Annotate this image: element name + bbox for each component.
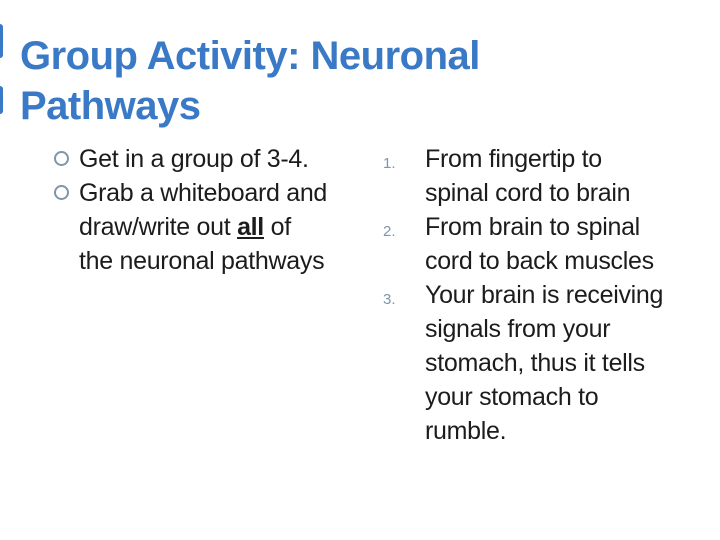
list-item-text: From fingertip to spinal cord to brain [425, 145, 631, 207]
bullet-line-1: Grab a whiteboard and [79, 179, 328, 207]
bullet-line-3: the neuronal pathways [79, 247, 325, 275]
list-number: 1. [383, 155, 396, 172]
slide-body: Get in a group of 3-4. Grab a whiteboard… [54, 142, 700, 448]
list-item-text: From brain to spinal cord to back muscle… [425, 213, 654, 275]
left-edge-glyph-artifact [0, 24, 3, 58]
list-item-text: Your brain is receiving signals from you… [425, 281, 664, 445]
pathways-numbered-list: 1. From fingertip to spinal cord to brai… [383, 142, 685, 448]
bullet-line-2-post: of [263, 213, 292, 241]
circle-bullet-icon [54, 151, 69, 166]
numbered-item-1: 1. From fingertip to spinal cord to brai… [383, 142, 685, 210]
bullet-text: Get in a group of 3-4. [79, 145, 309, 173]
bullet-item-group-size: Get in a group of 3-4. [54, 142, 366, 176]
slide-title: Group Activity: Neuronal Pathways [20, 33, 480, 128]
numbered-item-3: 3. Your brain is receiving signals from … [383, 278, 685, 448]
emphasized-word-all: all [237, 213, 264, 241]
activity-bullet-list: Get in a group of 3-4. Grab a whiteboard… [54, 142, 366, 278]
left-edge-glyph-artifact [0, 86, 3, 114]
list-number: 3. [383, 291, 396, 308]
list-number: 2. [383, 223, 396, 240]
bullet-line-2-pre: draw/write out [79, 213, 238, 241]
numbered-item-2: 2. From brain to spinal cord to back mus… [383, 210, 685, 278]
circle-bullet-icon [54, 185, 69, 200]
